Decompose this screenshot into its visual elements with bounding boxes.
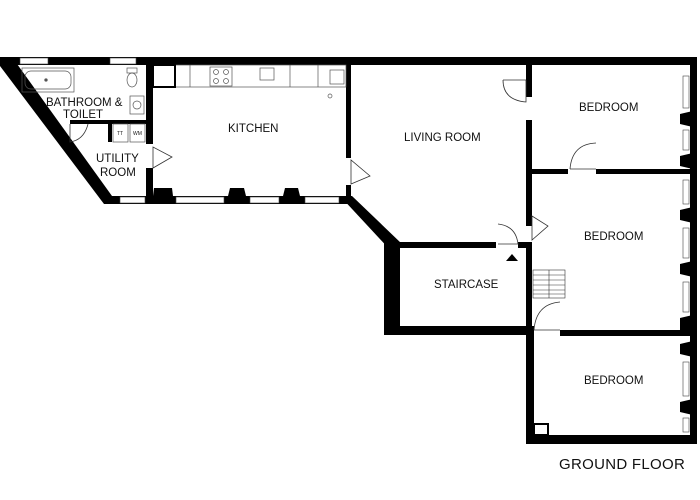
wall-staircase-top: [384, 242, 496, 248]
wall-staircase-left: [384, 244, 400, 335]
window-right-4: [682, 227, 690, 259]
entrance-arrow-icon: [506, 254, 518, 261]
outer-walls: [0, 57, 697, 444]
wall-right: [690, 57, 697, 444]
sink-tap: [327, 93, 333, 99]
door-kitchen-utility: [152, 146, 173, 169]
window-right-7: [682, 417, 690, 433]
label-bedroom-2: BEDROOM: [584, 231, 643, 243]
pillar-r4: [680, 260, 697, 278]
label-bedroom-1: BEDROOM: [579, 102, 638, 114]
door-kitchen-living: [350, 159, 371, 185]
wall-kitchen-bottom: [104, 196, 348, 204]
door-living-top: [502, 79, 527, 103]
wall-kitchen-left: [146, 65, 153, 144]
kitchen-cupboard: [152, 64, 176, 88]
wall-bath-util-h2: [108, 120, 148, 124]
hob: [209, 66, 233, 87]
window-bath-2: [109, 57, 137, 65]
pillar-r7: [680, 398, 697, 416]
door-bedroom2: [531, 215, 549, 241]
window-right-6: [682, 361, 690, 397]
wall-bedroom1-bottom-right: [596, 169, 696, 174]
floor-label: GROUND FLOOR: [559, 456, 685, 473]
wall-bath-util-v: [108, 120, 112, 142]
door-bathroom: [69, 123, 89, 143]
windows: [19, 57, 690, 433]
wall-kitchen-left-lower: [146, 168, 153, 204]
hob-1: [213, 69, 219, 75]
wall-bedroom1-bottom-left: [526, 169, 568, 174]
wall-diagonal-living: [340, 196, 402, 252]
hob-4: [223, 78, 229, 84]
pillar-r3: [680, 206, 697, 224]
wall-bottom: [526, 435, 697, 444]
window-kitchen-2: [249, 196, 280, 204]
window-right-3: [682, 179, 690, 205]
pillar-r2: [680, 152, 697, 170]
bathtub: [21, 67, 75, 93]
wall-bedroom3-left: [526, 326, 534, 444]
door-bedroom3: [533, 301, 561, 331]
wall-living-bedroom: [526, 65, 532, 97]
label-bathroom-line2: TOILET: [63, 109, 103, 121]
door-bedroom1: [569, 142, 597, 170]
bathtub-inner: [24, 70, 72, 90]
bedroom3-cupboard: [533, 423, 549, 436]
pillar-r1: [680, 110, 697, 128]
room-labels: BATHROOM & TOILET KITCHEN UTILITY ROOM L…: [46, 97, 643, 387]
fixtures: [21, 64, 549, 436]
label-living-room: LIVING ROOM: [404, 132, 481, 144]
label-utility-line1: UTILITY: [96, 153, 139, 165]
wall-bedroom2-bottom: [560, 330, 696, 336]
label-utility-line2: ROOM: [100, 167, 136, 179]
window-utility: [119, 196, 146, 204]
wall-kitchen-living: [346, 65, 351, 158]
window-kitchen-1: [175, 196, 225, 204]
kitchen-sink: [259, 67, 275, 81]
label-bedroom-3: BEDROOM: [584, 375, 643, 387]
window-right-5: [682, 281, 690, 313]
label-washing-machine: WM: [133, 131, 142, 137]
corner-unit: [329, 69, 345, 85]
toilet-tank: [126, 67, 138, 74]
stairs: [532, 269, 566, 299]
label-bathroom-line1: BATHROOM &: [46, 97, 123, 109]
basin-bowl: [132, 100, 142, 110]
wall-kitchen-living-lower: [346, 185, 351, 200]
kitchen-counter: [152, 64, 347, 88]
tumble-dryer: [112, 123, 129, 143]
wall-bath-util-h: [70, 120, 110, 124]
pillar-3: [152, 188, 174, 204]
hob-3: [213, 78, 219, 84]
wall-staircase-top-right: [518, 242, 532, 248]
bathtub-drain: [44, 78, 48, 82]
basin: [129, 95, 145, 115]
interior-walls: [70, 65, 697, 416]
window-right-2: [682, 129, 690, 151]
washing-machine: [129, 123, 146, 143]
label-staircase: STAIRCASE: [434, 279, 499, 291]
wall-diagonal-left: [0, 57, 112, 204]
pillar-1: [226, 188, 248, 204]
toilet: [126, 72, 138, 88]
pillar-2: [281, 188, 302, 204]
window-right-1: [682, 75, 690, 109]
label-kitchen: KITCHEN: [228, 123, 278, 135]
hob-2: [223, 69, 229, 75]
window-bath: [19, 57, 49, 65]
window-kitchen-3: [304, 196, 340, 204]
wall-staircase-bottom: [384, 326, 534, 335]
label-tumble-dryer: TT: [117, 131, 123, 137]
wall-staircase-right: [526, 248, 532, 334]
pillar-r5: [680, 314, 697, 334]
pillar-r6: [680, 340, 697, 358]
wall-top: [0, 57, 697, 65]
door-staircase: [497, 223, 519, 245]
doors: [69, 79, 597, 331]
